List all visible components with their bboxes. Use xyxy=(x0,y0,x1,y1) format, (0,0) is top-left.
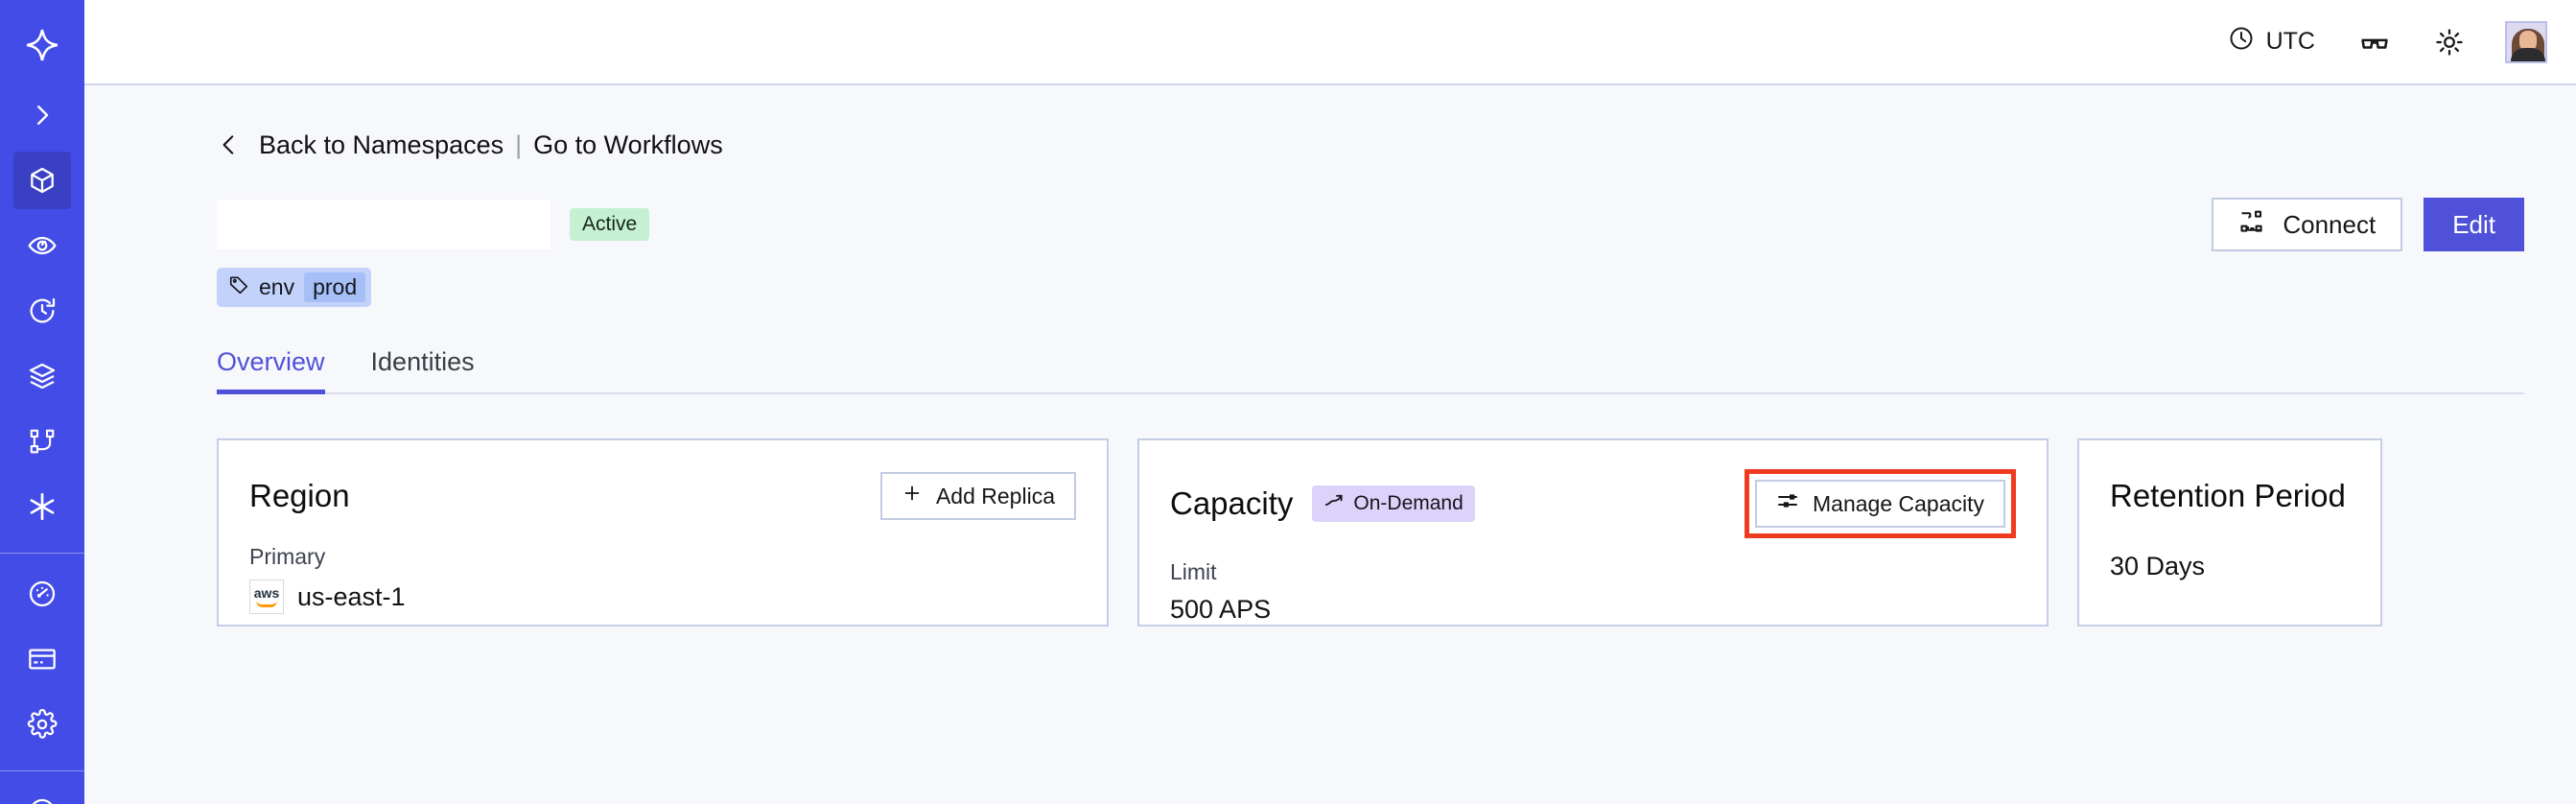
aws-icon-smile xyxy=(256,601,277,607)
capacity-card-title: Capacity xyxy=(1170,485,1294,521)
sidebar-divider-1 xyxy=(0,553,84,554)
page-title xyxy=(217,200,550,249)
manage-capacity-highlight: Manage Capacity xyxy=(1745,469,2016,538)
sliders-icon xyxy=(1776,489,1799,518)
avatar-body xyxy=(2511,47,2545,61)
edit-button-label: Edit xyxy=(2452,209,2495,239)
retention-card: Retention Period 30 Days xyxy=(2077,438,2382,627)
top-bar: UTC xyxy=(84,0,2576,85)
capacity-card-header: Capacity On-Demand xyxy=(1170,469,2016,538)
top-bar-actions: UTC xyxy=(2213,14,2547,70)
sidebar-item-workflows[interactable] xyxy=(13,413,71,470)
overview-cards: Region Add Replica Pr xyxy=(217,438,2524,627)
sidebar-item-settings[interactable] xyxy=(13,696,71,753)
capacity-mode-label: On-Demand xyxy=(1353,492,1464,514)
main-region: UTC xyxy=(84,0,2576,804)
tag-icon xyxy=(228,274,249,301)
tag-list: env prod xyxy=(217,268,2524,307)
sidebar-item-expand[interactable] xyxy=(13,86,71,144)
retention-card-title: Retention Period xyxy=(2110,478,2346,513)
primary-sidebar xyxy=(0,0,84,804)
capacity-limit-label: Limit xyxy=(1170,559,1217,584)
namespace-header: Active xyxy=(217,195,2524,254)
breadcrumb-separator: | xyxy=(515,130,523,159)
add-replica-button[interactable]: Add Replica xyxy=(879,472,1076,520)
region-primary-label: Primary xyxy=(249,544,326,569)
sidebar-item-nexus[interactable] xyxy=(13,478,71,535)
page-content: Back to Namespaces | Go to Workflows Act… xyxy=(84,85,2576,804)
region-primary-value-row: aws us-east-1 xyxy=(249,579,1076,614)
add-replica-label: Add Replica xyxy=(935,483,1055,508)
manage-capacity-button[interactable]: Manage Capacity xyxy=(1755,480,2005,528)
connect-button-label: Connect xyxy=(2283,209,2377,239)
capacity-card: Capacity On-Demand xyxy=(1137,438,2049,627)
trending-up-icon xyxy=(1323,490,1345,517)
region-card: Region Add Replica Pr xyxy=(217,438,1109,627)
capacity-mode-badge: On-Demand xyxy=(1312,485,1475,522)
status-badge: Active xyxy=(570,208,650,241)
retention-value: 30 Days xyxy=(2110,552,2206,580)
avatar[interactable] xyxy=(2505,20,2547,63)
tag-key: env xyxy=(259,274,295,299)
tag-value: prod xyxy=(304,272,366,302)
glasses-icon[interactable] xyxy=(2344,14,2405,70)
manage-capacity-label: Manage Capacity xyxy=(1813,490,1984,516)
aws-icon-text: aws xyxy=(253,585,280,601)
region-card-title: Region xyxy=(249,478,350,513)
tab-bar: Overview Identities xyxy=(217,347,2524,394)
sidebar-item-help[interactable] xyxy=(13,783,71,804)
clock-icon xyxy=(2228,25,2255,59)
sidebar-divider-2 xyxy=(0,770,84,771)
sidebar-item-billing[interactable] xyxy=(13,630,71,688)
retention-card-header: Retention Period xyxy=(2110,469,2350,523)
breadcrumb: Back to Namespaces | Go to Workflows xyxy=(217,130,2524,160)
timezone-label: UTC xyxy=(2265,28,2315,55)
connect-button[interactable]: Connect xyxy=(2212,198,2403,251)
sidebar-item-observability[interactable] xyxy=(13,217,71,274)
timezone-selector[interactable]: UTC xyxy=(2213,19,2330,64)
sidebar-item-namespaces[interactable] xyxy=(13,152,71,209)
avatar-face xyxy=(2519,30,2537,52)
capacity-limit-value: 500 APS xyxy=(1170,595,1272,624)
sidebar-item-schedules[interactable] xyxy=(13,282,71,340)
sidebar-item-batch-operations[interactable] xyxy=(13,347,71,405)
breadcrumb-workflows-link[interactable]: Go to Workflows xyxy=(533,130,723,159)
sidebar-item-usage[interactable] xyxy=(13,565,71,623)
breadcrumb-back-link[interactable]: Back to Namespaces xyxy=(259,130,504,159)
connect-flow-icon xyxy=(2238,208,2265,242)
chevron-left-icon[interactable] xyxy=(217,130,242,160)
aws-icon: aws xyxy=(249,579,284,614)
tab-overview[interactable]: Overview xyxy=(217,347,337,394)
region-card-header: Region Add Replica xyxy=(249,469,1076,523)
sun-icon[interactable] xyxy=(2419,14,2480,70)
region-primary-value: us-east-1 xyxy=(297,581,406,611)
tab-identities[interactable]: Identities xyxy=(370,347,475,376)
temporal-logo-icon[interactable] xyxy=(13,13,71,77)
edit-button[interactable]: Edit xyxy=(2424,198,2524,251)
tag-env[interactable]: env prod xyxy=(217,268,372,307)
plus-icon xyxy=(902,483,923,509)
